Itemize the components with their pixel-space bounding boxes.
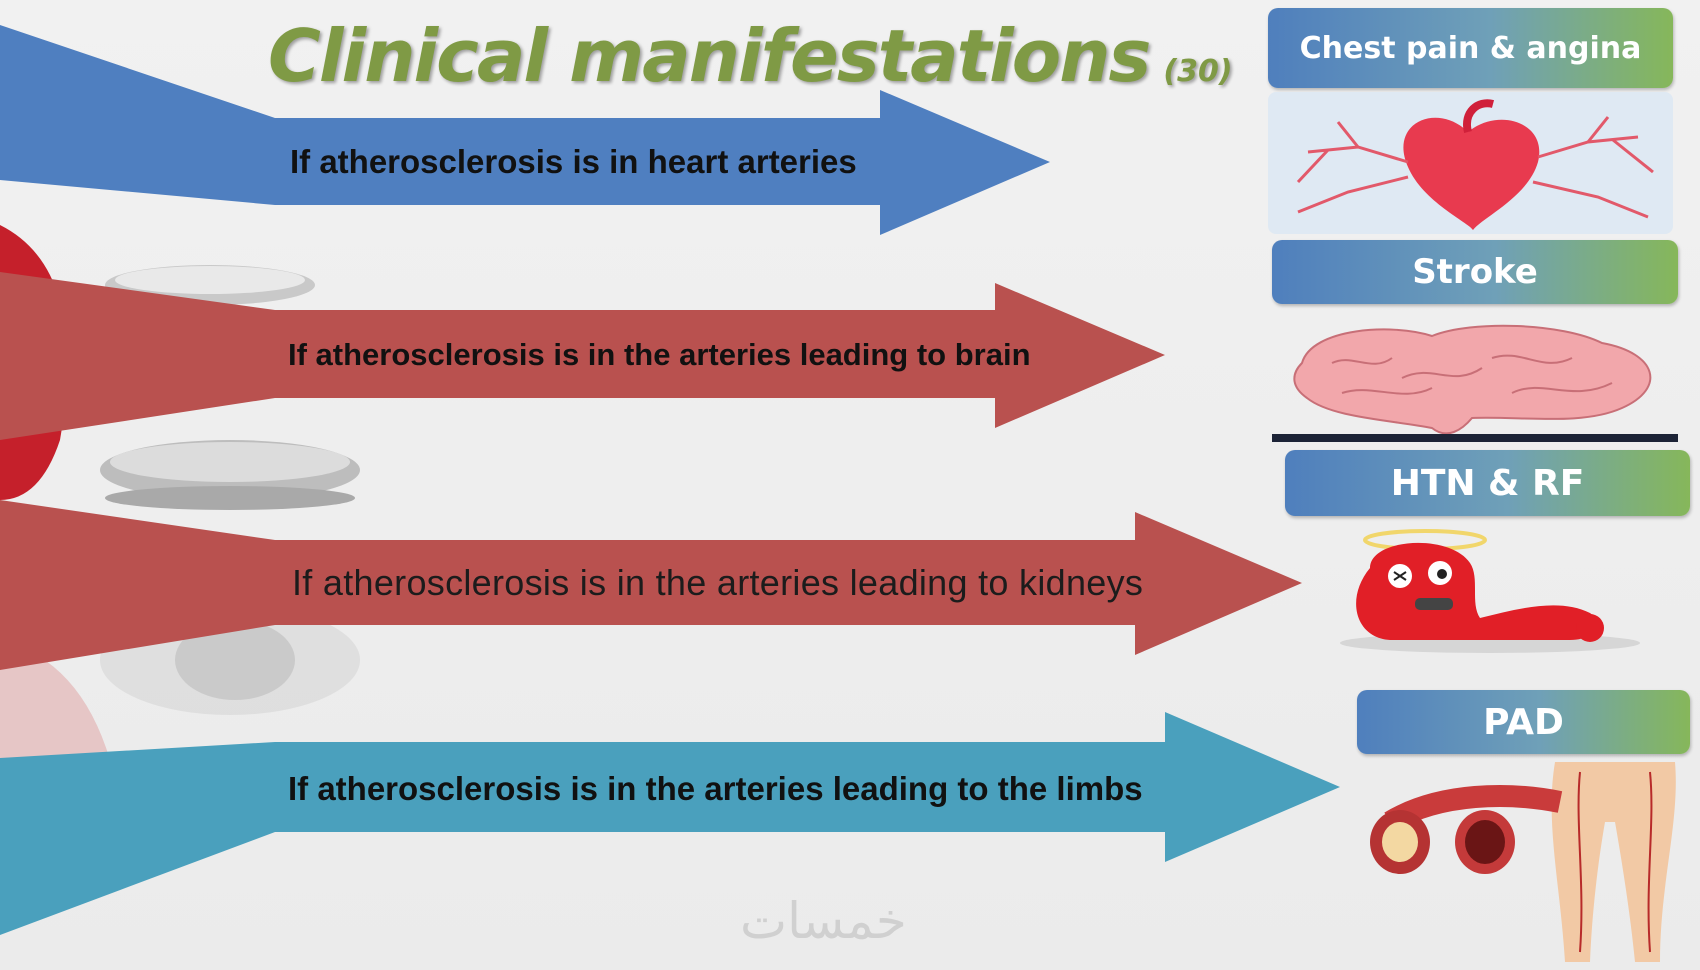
arrow-brain	[0, 272, 1165, 440]
kidney-cartoon-icon	[1340, 529, 1640, 653]
outcome-badge-pad: PAD	[1357, 690, 1690, 754]
leg-arteries-icon	[1370, 762, 1676, 962]
arrow-label-limbs: If atherosclerosis is in the arteries le…	[288, 770, 1143, 807]
arrow-kidneys	[0, 500, 1302, 670]
arrow-limbs	[0, 712, 1340, 935]
outcome-badge-angina: Chest pain & angina	[1268, 8, 1673, 88]
title-text: Clinical manifestations	[268, 14, 1151, 98]
arrow-label-heart: If atherosclerosis is in heart arteries	[290, 143, 857, 180]
slide-title: Clinical manifestations (30)	[268, 14, 1233, 98]
arrow-label-brain: If atherosclerosis is in the arteries le…	[288, 337, 1031, 372]
watermark: خمسات	[740, 892, 907, 950]
brain-icon	[1272, 324, 1678, 442]
outcome-badge-stroke: Stroke	[1272, 240, 1678, 304]
arrow-heart	[0, 25, 1050, 235]
title-reference: (30)	[1163, 54, 1233, 89]
arrow-label-kidneys: If atherosclerosis is in the arteries le…	[292, 562, 1144, 603]
outcome-badge-htn-rf: HTN & RF	[1285, 450, 1690, 516]
heart-arteries-icon	[1268, 92, 1673, 234]
